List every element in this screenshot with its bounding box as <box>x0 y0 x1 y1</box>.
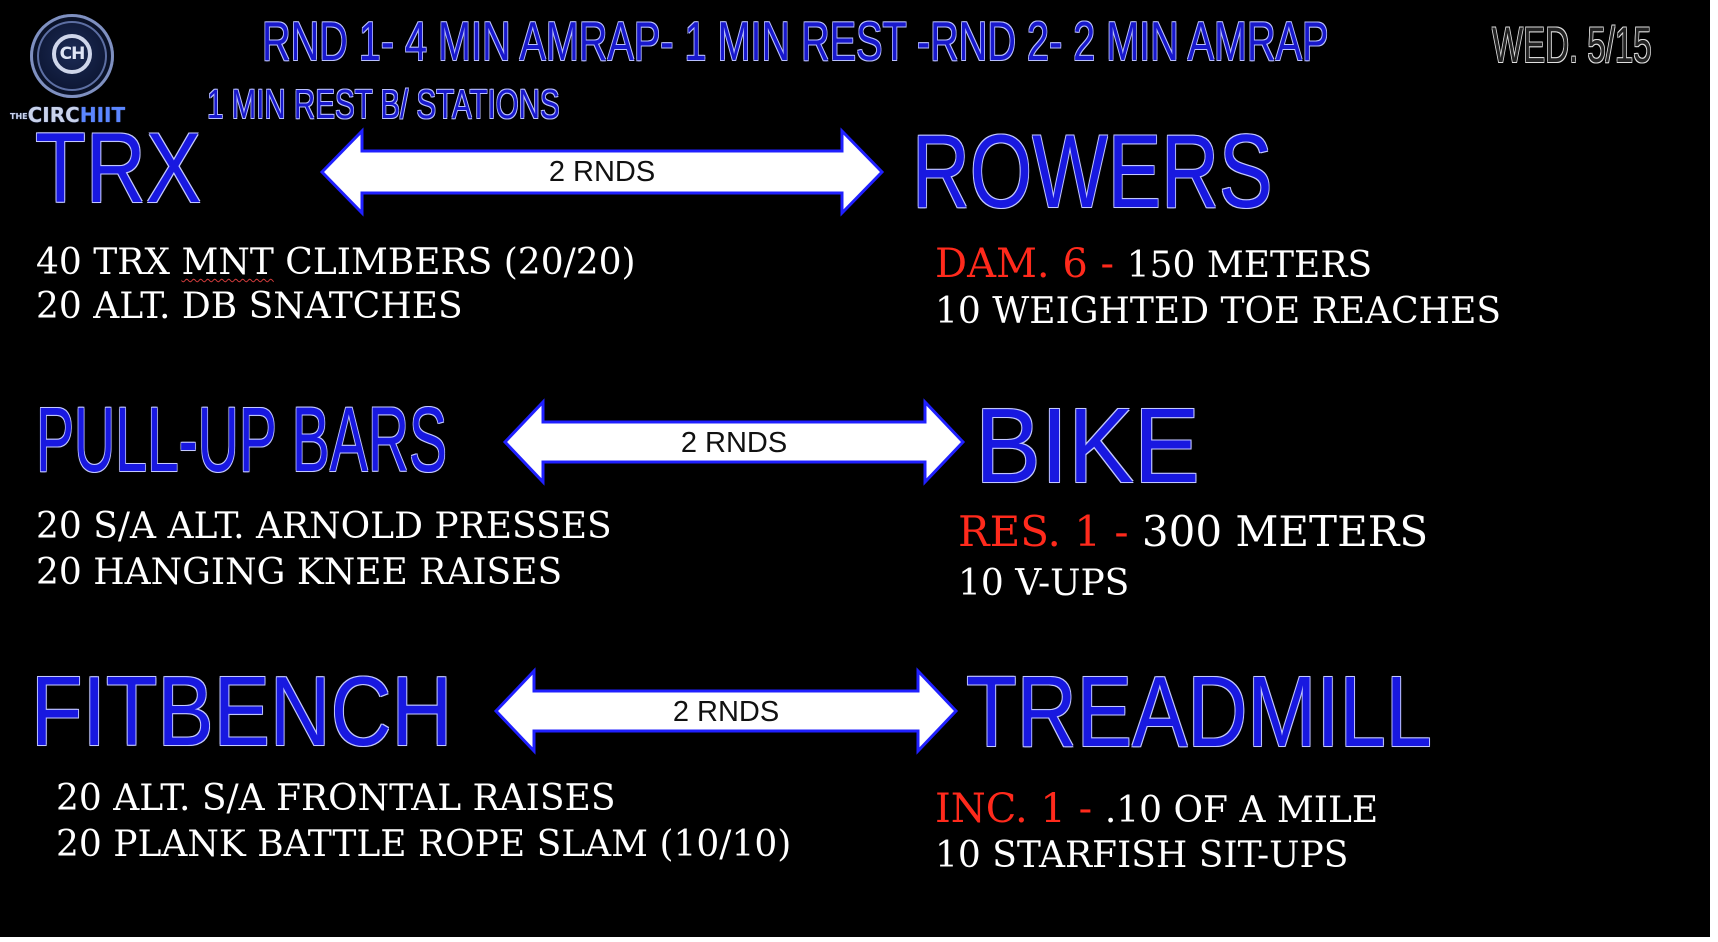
exercise-text: 150 METERS <box>1126 245 1373 286</box>
exercise-line: RES. 1 - 300 METERS <box>958 511 1428 553</box>
machine-setting: DAM. 6 - <box>935 241 1127 287</box>
double-arrow-icon <box>319 127 885 217</box>
station-bike: BIKE <box>975 387 1200 505</box>
exercise-line: 20 ALT. DB SNATCHES <box>36 289 463 325</box>
exercise-line: 10 WEIGHTED TOE REACHES <box>935 294 1501 330</box>
exercise-text: CLIMBERS (20/20) <box>273 242 636 283</box>
arrow-label: 2 RNDS <box>680 427 788 459</box>
logo-wordmark: THECIRCHIIT <box>10 103 125 127</box>
spellcheck-word: MNT <box>181 242 274 283</box>
exercise-text: 10 STARFISH SIT-UPS <box>935 835 1349 876</box>
exercise-text: 20 ALT. DB SNATCHES <box>36 286 463 327</box>
window-edge-right <box>1710 0 1718 942</box>
circhiit-logo: CH <box>30 14 114 98</box>
arrow-label: 2 RNDS <box>672 696 780 728</box>
logo-name-part2: HIIT <box>79 103 126 127</box>
exercise-text: 20 HANGING KNEE RAISES <box>36 552 563 593</box>
double-arrow-icon <box>502 398 966 486</box>
exercise-text: 300 METERS <box>1141 507 1429 556</box>
machine-setting: RES. 1 - <box>958 507 1142 556</box>
exercise-line: 20 PLANK BATTLE ROPE SLAM (10/10) <box>56 827 791 863</box>
exercise-text: 20 S/A ALT. ARNOLD PRESSES <box>36 506 612 547</box>
arrow-pair-3: 2 RNDS <box>493 667 959 755</box>
station-treadmill: TREADMILL <box>966 656 1432 768</box>
double-arrow-icon <box>493 667 959 755</box>
station-rowers: ROWERS <box>912 114 1273 230</box>
rest-subtitle: 1 MIN REST B/ STATIONS <box>207 81 560 127</box>
exercise-line: 10 STARFISH SIT-UPS <box>935 838 1348 874</box>
logo-monogram: CH <box>59 44 86 64</box>
exercise-line: 20 HANGING KNEE RAISES <box>36 555 562 591</box>
page-title: RND 1- 4 MIN AMRAP- 1 MIN REST -RND 2- 2… <box>262 10 1329 72</box>
station-fitbench: FITBENCH <box>31 656 453 766</box>
exercise-text: 10 V-UPS <box>958 563 1130 604</box>
exercise-line: DAM. 6 - 150 METERS <box>935 244 1372 284</box>
exercise-text: 40 TRX <box>36 242 182 283</box>
exercise-text: 20 ALT. S/A FRONTAL RAISES <box>56 778 616 819</box>
exercise-text: 10 WEIGHTED TOE REACHES <box>935 291 1502 332</box>
station-pull-up-bars: PULL-UP BARS <box>36 389 448 491</box>
exercise-line: INC. 1 - .10 OF A MILE <box>935 789 1378 829</box>
logo-ring: CH <box>52 34 92 74</box>
logo-name-part1: CIRC <box>27 103 80 127</box>
exercise-line: 40 TRX MNT CLIMBERS (20/20) <box>36 245 636 281</box>
logo-prefix: THE <box>10 112 28 121</box>
exercise-line: 20 ALT. S/A FRONTAL RAISES <box>56 781 615 817</box>
arrow-pair-2: 2 RNDS <box>502 398 966 486</box>
arrow-label: 2 RNDS <box>548 156 656 188</box>
station-trx: TRX <box>35 112 202 223</box>
exercise-text: .10 OF A MILE <box>1104 790 1379 831</box>
exercise-line: 10 V-UPS <box>958 566 1129 602</box>
machine-setting: INC. 1 - <box>935 786 1105 832</box>
workout-date: WED. 5/15 <box>1492 17 1652 73</box>
exercise-line: 20 S/A ALT. ARNOLD PRESSES <box>36 509 612 545</box>
window-edge-bottom <box>0 937 1718 942</box>
exercise-text: 20 PLANK BATTLE ROPE SLAM (10/10) <box>56 824 792 865</box>
arrow-pair-1: 2 RNDS <box>319 127 885 217</box>
